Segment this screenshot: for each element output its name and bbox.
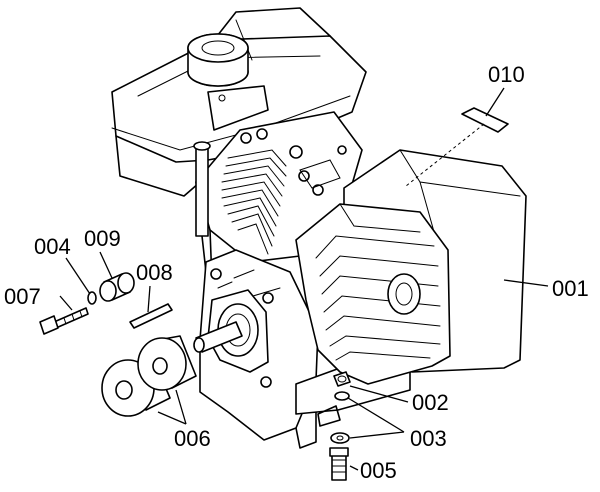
- callout-007: 007: [4, 284, 41, 309]
- spacer-006-rear: [137, 335, 197, 391]
- crankshaft: [193, 321, 243, 353]
- key-008: [129, 303, 173, 329]
- leader-lines: [59, 87, 549, 471]
- nut-002: [333, 371, 351, 387]
- callout-004: 004: [34, 234, 71, 259]
- cooling-fins: [221, 149, 287, 255]
- tank-bracket: [207, 85, 269, 131]
- callout-002: 002: [412, 390, 449, 415]
- washer-003-lower: [330, 432, 350, 444]
- callout-008: 008: [136, 260, 173, 285]
- callout-009: 009: [84, 226, 121, 251]
- callout-005: 005: [360, 458, 397, 483]
- collar-009: [99, 272, 135, 302]
- label-plate-010: [461, 107, 509, 133]
- muffler-heat-shield: [295, 203, 451, 385]
- callout-010: 010: [488, 62, 525, 87]
- bolt-007: [39, 307, 89, 335]
- washer-003-upper: [334, 391, 350, 401]
- head-bolts: [240, 128, 347, 196]
- callout-006: 006: [174, 426, 211, 451]
- label-placement-line: [405, 123, 485, 187]
- dipstick: [193, 141, 211, 237]
- callout-003: 003: [410, 426, 447, 451]
- bolt-005: [329, 447, 349, 481]
- callout-001: 001: [552, 276, 589, 301]
- fuel-cap: [187, 33, 249, 87]
- washer-004: [87, 291, 97, 305]
